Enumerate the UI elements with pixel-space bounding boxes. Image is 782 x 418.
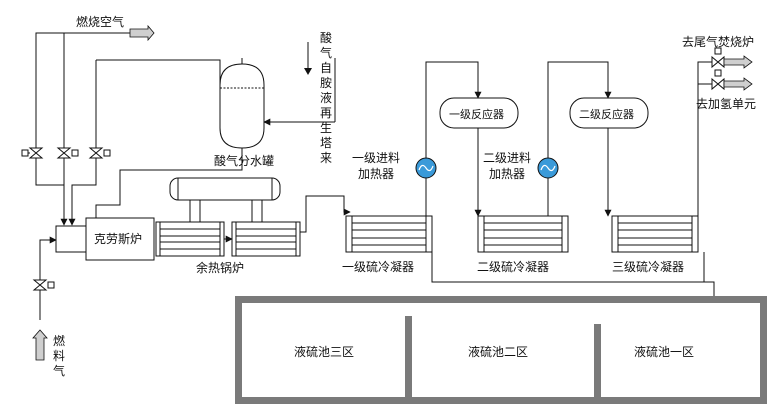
svg-text:再: 再 xyxy=(320,106,332,120)
combustion-air-arrow-icon xyxy=(129,24,155,42)
claus-furnace-label: 克劳斯炉 xyxy=(94,232,142,246)
svg-text:气: 气 xyxy=(53,363,65,378)
liquid-sulfur-pit xyxy=(235,296,767,404)
svg-text:酸: 酸 xyxy=(320,30,332,45)
svg-text:料: 料 xyxy=(53,349,65,363)
svg-text:自: 自 xyxy=(320,61,332,75)
heater2-to-reactor2 xyxy=(547,61,612,158)
air-branch-to-tank xyxy=(95,59,221,140)
svg-text:一级进料: 一级进料 xyxy=(352,151,400,165)
second-reactor xyxy=(569,97,649,129)
second-feed-heater-label: 二级进料 加热器 xyxy=(483,151,531,181)
second-condenser-label: 二级硫冷凝器 xyxy=(477,259,549,274)
first-reactor-label: 一级反应器 xyxy=(449,107,504,121)
third-condenser-label: 三级硫冷凝器 xyxy=(612,259,684,274)
claus-furnace xyxy=(55,217,155,261)
first-sulfur-condenser xyxy=(345,215,433,253)
fuel-gas-valve[interactable] xyxy=(32,279,55,291)
second-reactor-label: 二级反应器 xyxy=(579,107,634,121)
first-reactor xyxy=(439,97,519,129)
to-hydrogenation-unit-label: 去加氢单元 xyxy=(696,96,756,111)
svg-text:气: 气 xyxy=(320,45,332,60)
acid-gas-source-label: 酸 气 自 胺 液 再 生 塔 来 xyxy=(320,30,332,165)
air-valve-outlets xyxy=(35,140,97,225)
air-valve-1[interactable] xyxy=(21,147,44,159)
first-feed-heater xyxy=(415,157,437,179)
fuel-gas-arrow-icon xyxy=(32,329,48,361)
pit-zone-3-label: 液硫池三区 xyxy=(294,344,354,359)
svg-text:加热器: 加热器 xyxy=(358,167,394,181)
tail-gas-header xyxy=(697,61,712,216)
svg-text:胺: 胺 xyxy=(320,76,332,90)
svg-text:二级进料: 二级进料 xyxy=(483,151,531,165)
second-sulfur-condenser xyxy=(477,215,569,253)
air-valve-2[interactable] xyxy=(56,147,79,159)
acid-gas-water-tank xyxy=(219,58,265,149)
third-sulfur-condenser xyxy=(611,215,699,253)
fuel-gas-line xyxy=(39,236,57,320)
hydrogenation-valve[interactable] xyxy=(711,69,725,91)
tank-to-furnace-line xyxy=(95,148,243,225)
to-tail-gas-incinerator-label: 去尾气焚烧炉 xyxy=(682,34,754,49)
second-feed-heater xyxy=(537,157,559,179)
combustion-air-label: 燃烧空气 xyxy=(76,14,124,29)
svg-text:燃: 燃 xyxy=(53,333,65,348)
acid-gas-inlet-arrow-icon xyxy=(304,42,312,75)
boiler-to-condenser1-line xyxy=(300,195,351,233)
acid-gas-water-tank-label: 酸气分水罐 xyxy=(214,153,274,168)
svg-text:生: 生 xyxy=(320,121,332,135)
fuel-gas-label: 燃 料 气 xyxy=(53,333,65,378)
combustion-air-line xyxy=(35,32,150,140)
hydrogenation-outlet-arrow-icon xyxy=(723,77,753,91)
svg-text:来: 来 xyxy=(320,151,332,165)
waste-heat-boiler xyxy=(155,177,301,257)
svg-text:加热器: 加热器 xyxy=(489,167,525,181)
pit-zone-2-label: 液硫池二区 xyxy=(468,344,528,359)
waste-heat-boiler-label: 余热锅炉 xyxy=(196,260,244,275)
svg-text:塔: 塔 xyxy=(320,136,332,150)
tail-gas-valve[interactable] xyxy=(711,47,725,69)
first-condenser-label: 一级硫冷凝器 xyxy=(342,259,414,274)
air-valve-3[interactable] xyxy=(88,147,111,159)
heater1-to-reactor1 xyxy=(425,61,482,158)
first-feed-heater-label: 一级进料 加热器 xyxy=(352,151,400,181)
tail-gas-outlet-arrow-icon xyxy=(723,55,753,69)
svg-text:液: 液 xyxy=(320,90,332,105)
pit-zone-1-label: 液硫池一区 xyxy=(634,344,694,359)
